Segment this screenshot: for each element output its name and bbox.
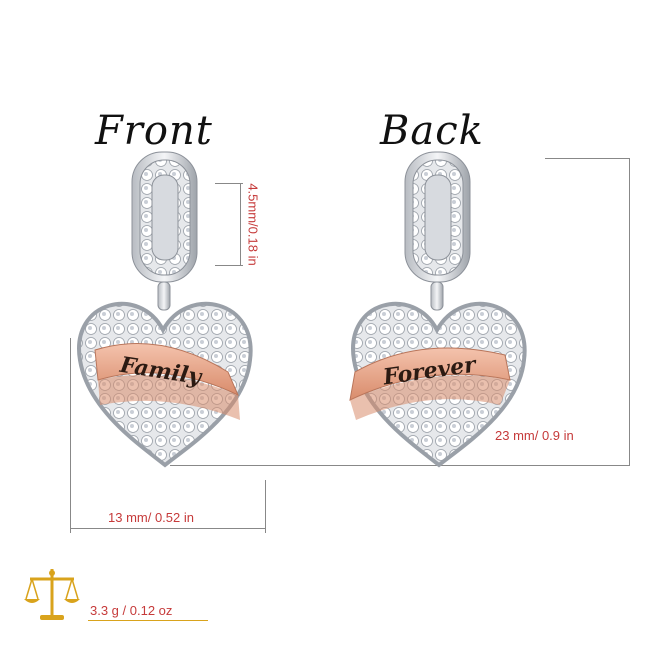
total-top-guide [545, 158, 630, 159]
scale-icon [24, 569, 80, 620]
total-bottom-guide [170, 465, 630, 466]
back-label: Back [380, 108, 484, 154]
total-height-line [629, 158, 630, 465]
width-label: 13 mm/ 0.52 in [108, 510, 194, 525]
weight-label: 3.3 g / 0.12 oz [90, 603, 173, 618]
width-right-guide [265, 480, 266, 533]
width-line [70, 528, 265, 529]
weight-underline [88, 620, 208, 621]
bail-bottom-guide [215, 265, 243, 266]
width-left-guide [70, 338, 71, 533]
total-height-label: 23 mm/ 0.9 in [495, 428, 574, 443]
bail-height-line [240, 183, 241, 265]
bail-top-guide [215, 183, 243, 184]
front-label: Front [95, 108, 213, 154]
